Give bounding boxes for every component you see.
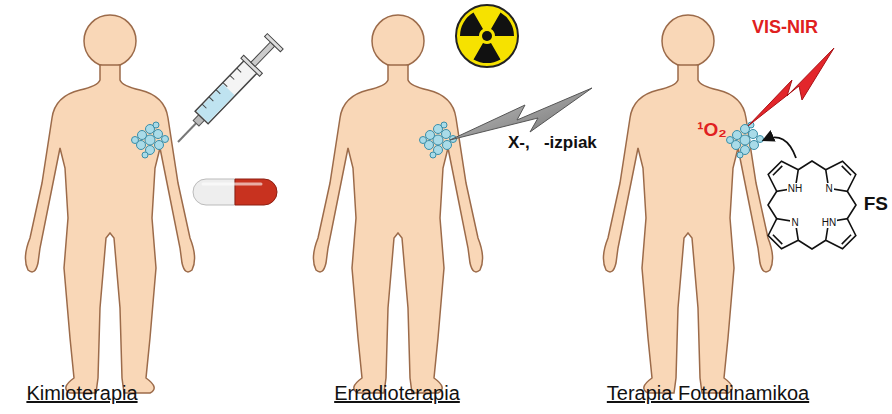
light-label: VIS-NIR	[752, 18, 818, 38]
atom-label: N	[824, 183, 833, 194]
human-figure	[603, 15, 772, 393]
radiation-label: X-, -izpiak	[508, 134, 597, 153]
atom-label: HN	[821, 217, 837, 228]
double-bond	[842, 235, 851, 244]
meso-bridge	[798, 161, 825, 170]
therapy-caption: Kimioterapia	[26, 382, 137, 404]
therapy-caption: Erradioterapia	[334, 382, 460, 404]
pill	[193, 179, 277, 205]
trefoil-blade	[474, 43, 501, 63]
curved-arrow	[764, 137, 796, 158]
meso-bridge	[798, 240, 825, 249]
lightning-bolt	[450, 88, 592, 140]
singlet-oxygen-label: ¹O₂	[697, 120, 727, 141]
atom-label: NH	[787, 183, 803, 194]
double-bond	[773, 166, 782, 175]
human-figure	[25, 15, 194, 393]
atom-label: N	[790, 217, 799, 228]
light-bolt	[748, 48, 834, 126]
meso-bridge	[847, 191, 856, 218]
double-bond	[773, 235, 782, 244]
photosensitizer-label: FS	[864, 194, 888, 215]
tumor	[727, 122, 764, 158]
porphyrin-structure	[768, 161, 856, 249]
meso-bridge	[768, 191, 777, 218]
radiation-symbol	[456, 5, 518, 67]
tumor	[132, 122, 169, 158]
syringe	[169, 32, 285, 151]
therapy-caption: Terapia Fotodinamikoa	[607, 382, 809, 404]
trefoil-blade	[491, 13, 514, 36]
trefoil-blade	[460, 13, 483, 36]
human-figure	[313, 15, 482, 393]
double-bond	[842, 166, 851, 175]
